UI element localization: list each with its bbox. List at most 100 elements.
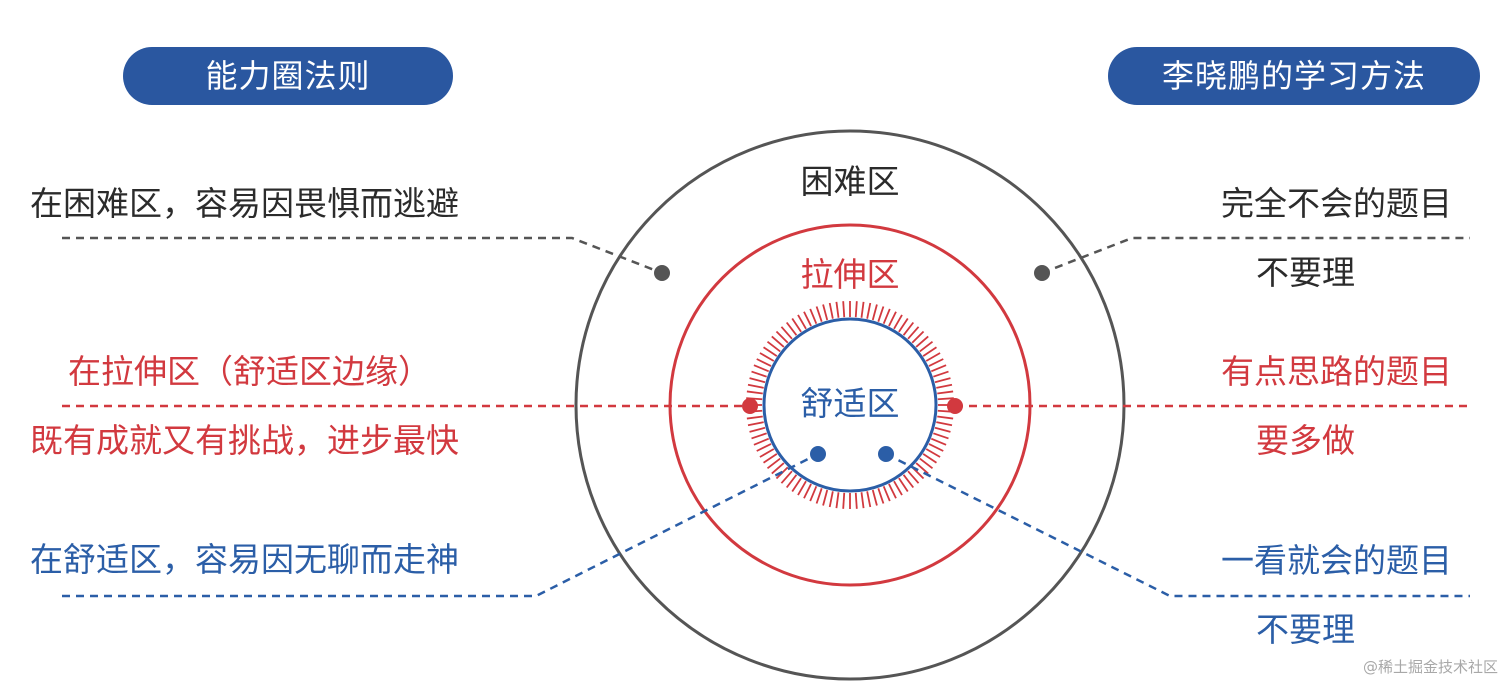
comfort-edge-tick xyxy=(882,485,891,502)
comfort-edge-tick xyxy=(933,432,949,440)
label-stretch-zone: 拉伸区 xyxy=(800,255,900,294)
comfort-edge-tick xyxy=(936,421,953,427)
comfort-edge-tick xyxy=(822,489,829,506)
comfort-edge-tick xyxy=(937,390,954,395)
comfort-edge-tick xyxy=(877,488,885,504)
comfort-edge-tick xyxy=(919,340,934,353)
comfort-edge-tick xyxy=(898,477,909,492)
comfort-edge-tick xyxy=(902,474,915,489)
comfort-edge-tick xyxy=(791,477,802,492)
marker-stretch-right xyxy=(947,398,963,414)
comfort-edge-tick xyxy=(937,397,954,401)
comfort-edge-tick xyxy=(791,318,802,333)
comfort-edge-tick xyxy=(936,383,953,389)
label-comfort-zone: 舒适区 xyxy=(800,384,900,423)
comfort-zone-circle xyxy=(762,317,938,493)
comfort-edge-tick xyxy=(866,491,872,508)
comfort-edge-tick xyxy=(907,470,920,484)
comfort-edge-tick xyxy=(746,415,763,420)
comfort-edge-tick xyxy=(785,321,798,336)
comfort-edge-tick xyxy=(915,462,929,475)
comfort-edge-tick xyxy=(751,370,767,378)
comfort-edge-tick xyxy=(815,306,823,322)
comfort-edge-tick xyxy=(871,304,878,321)
comfort-edge-tick xyxy=(928,443,944,452)
comfort-edge-tick xyxy=(860,492,865,509)
comfort-edge-tick xyxy=(854,492,858,509)
left-note-comfort: 在舒适区，容易因无聊而走神 xyxy=(30,540,459,579)
comfort-edge-tick xyxy=(809,485,818,502)
right-note-stretch-line1: 有点思路的题目 xyxy=(1221,352,1452,391)
comfort-edge-tick xyxy=(828,491,834,508)
comfort-edge-tick xyxy=(893,480,903,496)
comfort-edge-tick xyxy=(747,383,764,389)
leader-line-difficult-right xyxy=(1041,236,1470,275)
right-note-comfort-line2: 不要理 xyxy=(1256,610,1355,649)
comfort-edge-tick xyxy=(759,448,775,458)
comfort-edge-tick xyxy=(888,483,897,499)
comfort-edge-tick xyxy=(934,426,951,433)
comfort-edge-tick xyxy=(933,370,949,378)
label-difficult-zone: 困难区 xyxy=(800,162,900,201)
comfort-edge-tick xyxy=(747,421,764,427)
comfort-edge-tick xyxy=(835,492,840,509)
right-note-difficult-line2: 不要理 xyxy=(1256,253,1355,292)
comfort-edge-tick xyxy=(756,358,772,367)
comfort-edge-tick xyxy=(937,415,954,420)
comfort-edge-tick xyxy=(749,377,766,384)
comfort-edge-tick xyxy=(922,453,937,464)
comfort-edge-tick xyxy=(797,480,807,496)
comfort-edge-tick xyxy=(930,437,947,446)
comfort-edge-tick xyxy=(928,358,944,367)
comfort-edge-tick xyxy=(822,304,829,321)
header-ability-circle-rule: 能力圈法则 xyxy=(123,47,453,105)
marker-difficult-right xyxy=(1034,265,1050,281)
marker-stretch-left xyxy=(742,398,758,414)
watermark: @稀土掘金技术社区 xyxy=(1362,658,1498,676)
comfort-edge-tick xyxy=(751,432,767,440)
comfort-edge-tick xyxy=(780,326,793,340)
comfort-edge-tick xyxy=(898,318,909,333)
comfort-edge-tick xyxy=(766,340,781,353)
comfort-edge-tick xyxy=(771,335,785,348)
comfort-edge-tick xyxy=(930,364,947,373)
right-note-comfort-line1: 一看就会的题目 xyxy=(1221,541,1452,580)
comfort-edge-tick xyxy=(771,462,785,475)
comfort-edge-tick xyxy=(842,301,846,318)
comfort-edge-tick xyxy=(919,457,934,470)
leader-line-difficult-left xyxy=(62,236,663,275)
comfort-edge-tick xyxy=(753,437,770,446)
comfort-edge-tick xyxy=(809,308,818,325)
right-note-difficult-line1: 完全不会的题目 xyxy=(1221,184,1452,223)
marker-comfort-left xyxy=(810,446,826,462)
comfort-edge-tick xyxy=(893,314,903,330)
comfort-edge-tick xyxy=(860,301,865,318)
comfort-edge-tick xyxy=(907,326,920,340)
comfort-edge-tick xyxy=(835,301,840,318)
comfort-edge-tick xyxy=(797,314,807,330)
comfort-edge-tick xyxy=(842,492,846,509)
left-note-stretch-line2: 既有成就又有挑战，进步最快 xyxy=(30,421,459,460)
comfort-edge-tick xyxy=(766,457,781,470)
comfort-edge-tick xyxy=(915,335,929,348)
comfort-edge-tick xyxy=(763,346,778,357)
header-learning-method: 李晓鹏的学习方法 xyxy=(1108,47,1480,105)
leader-line-comfort-right xyxy=(885,452,1470,598)
comfort-edge-tick xyxy=(828,302,834,319)
comfort-edge-tick xyxy=(753,364,770,373)
comfort-edge-tick xyxy=(877,306,885,322)
comfort-edge-tick xyxy=(882,308,891,325)
comfort-edge-tick xyxy=(871,489,878,506)
comfort-edge-tick xyxy=(925,448,941,458)
comfort-edge-tick xyxy=(763,453,778,464)
comfort-edge-tick xyxy=(803,311,812,327)
comfort-edge-ticks xyxy=(746,301,954,509)
right-note-stretch-line2: 要多做 xyxy=(1256,421,1355,460)
comfort-edge-tick xyxy=(746,390,763,395)
comfort-edge-tick xyxy=(785,474,798,489)
comfort-edge-tick xyxy=(854,301,858,318)
marker-difficult-left xyxy=(654,265,670,281)
comfort-edge-tick xyxy=(925,352,941,362)
comfort-edge-tick xyxy=(922,346,937,357)
